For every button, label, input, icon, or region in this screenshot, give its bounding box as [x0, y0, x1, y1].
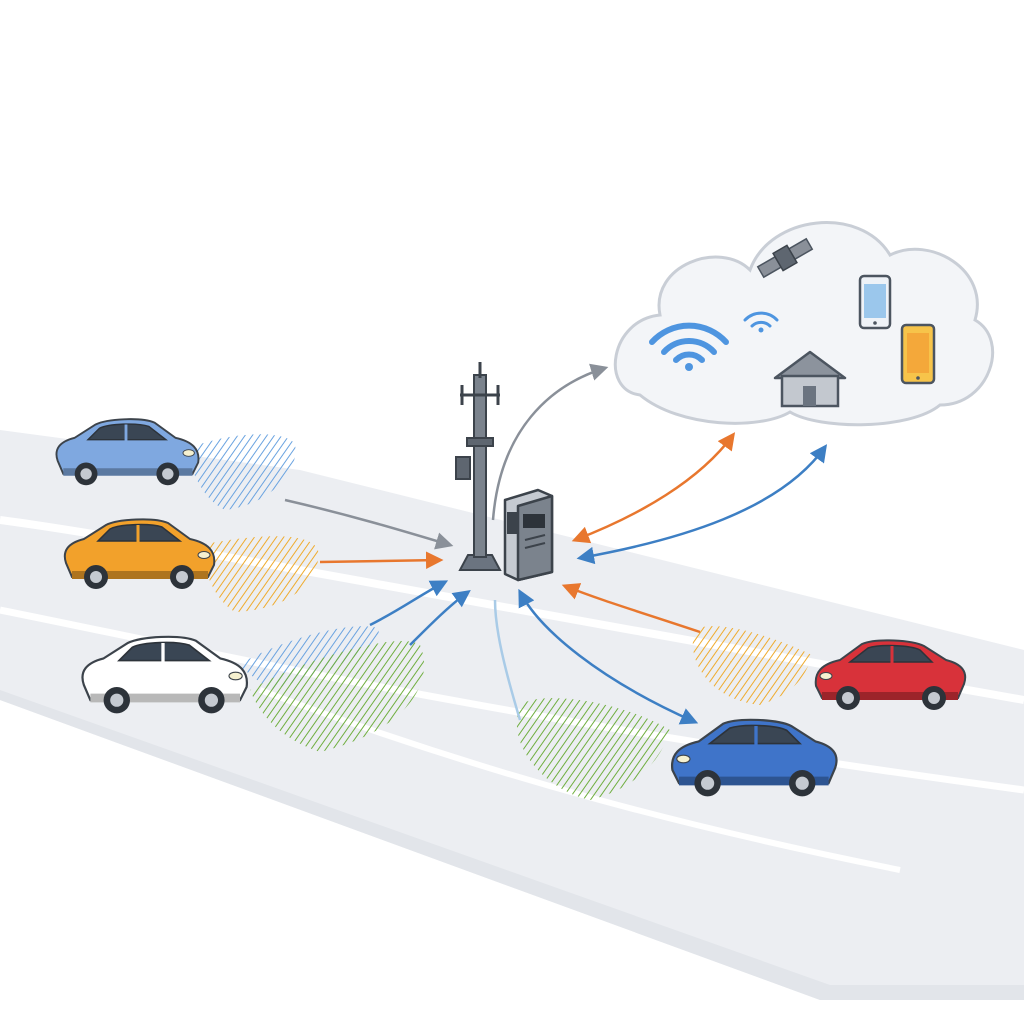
car-light-blue-part-8	[162, 468, 174, 480]
arrow-car2-to-tower	[319, 551, 444, 569]
car-red-part-8	[842, 692, 854, 704]
roadside-unit-icon	[503, 488, 554, 582]
car-white-part-4	[228, 671, 243, 681]
car-orange-part-8	[176, 571, 188, 583]
arrow-tower-to-cloud	[491, 363, 609, 521]
wifi-icon	[649, 322, 729, 371]
arrow-car5-to-rsu	[518, 588, 699, 725]
arrow-car1-to-tower	[284, 498, 454, 550]
tablet-icon	[900, 323, 936, 385]
car-blue-part-0	[670, 718, 838, 785]
car-light-blue-part-0	[55, 418, 200, 475]
car-white-part-8	[204, 693, 218, 707]
car-red-part-0	[814, 639, 967, 699]
arrow-faint-up	[493, 599, 522, 721]
car-orange-part-4	[197, 551, 211, 559]
arrow-car3b-to-tower	[409, 589, 471, 646]
car-blue	[670, 718, 838, 797]
vehicles	[55, 418, 967, 797]
beam-white-upper	[238, 626, 379, 690]
car-light-blue-part-6	[80, 468, 92, 480]
car-red-part-6	[928, 692, 940, 704]
car-white-part-0	[81, 635, 249, 702]
beam-light-blue	[185, 434, 296, 510]
car-red-part-4	[819, 672, 833, 680]
car-blue-part-8	[701, 776, 715, 790]
satellite-icon	[756, 237, 814, 279]
communication-arrows	[284, 363, 828, 725]
house-icon	[773, 350, 847, 408]
car-red	[814, 639, 967, 710]
beam-red	[692, 626, 812, 705]
cell-tower-icon	[455, 362, 502, 571]
beam-white-lower	[250, 641, 425, 752]
cloud	[613, 221, 994, 427]
small-wifi-icon	[743, 311, 779, 333]
smartphone-icon	[858, 274, 892, 330]
arrow-rsu-to-cloud-blue	[576, 444, 828, 565]
car-light-blue	[55, 418, 200, 486]
car-blue-part-4	[676, 754, 691, 764]
car-white-part-6	[110, 693, 124, 707]
car-orange	[63, 518, 216, 589]
car-light-blue-part-4	[182, 449, 195, 457]
beam-orange	[200, 536, 319, 612]
car-orange-part-6	[90, 571, 102, 583]
car-blue-part-6	[795, 776, 809, 790]
car-orange-part-0	[63, 518, 216, 578]
car-white	[81, 635, 249, 714]
arrow-car3a-to-tower	[369, 580, 449, 627]
cloud-shape	[613, 221, 994, 427]
